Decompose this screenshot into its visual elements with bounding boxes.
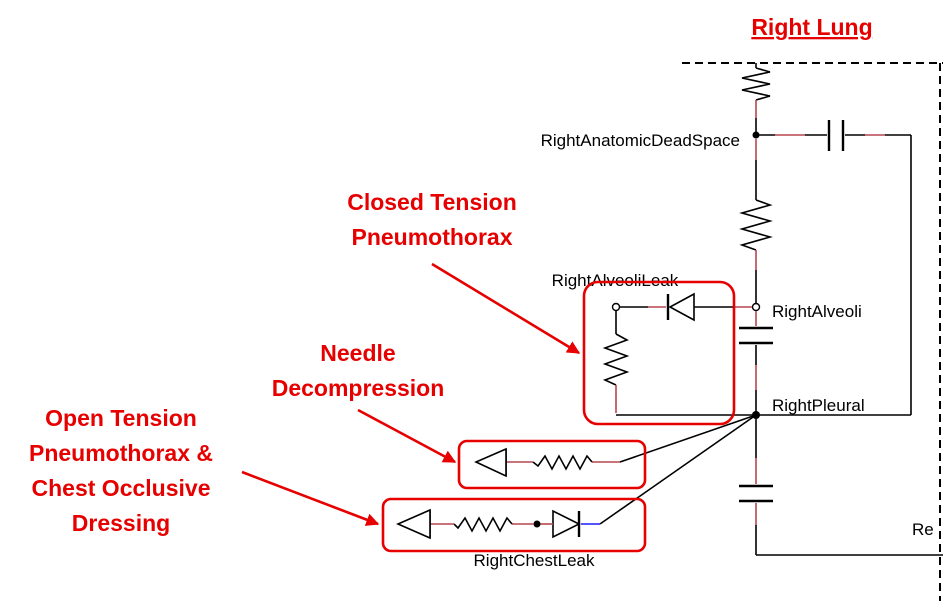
open-tension-line-3: Chest Occlusive (32, 475, 211, 501)
alveoli-leak-label: RightAlveoliLeak (552, 271, 679, 290)
pleural-lower-capacitor (739, 419, 943, 556)
open-tension-arrow (241, 470, 380, 526)
alveoli-pleural-capacitor (739, 311, 773, 415)
needle-decompression-arrow (357, 408, 457, 464)
chest-leak-branch (396, 414, 757, 540)
open-tension-line-1: Open Tension (45, 405, 197, 431)
right-lung-title: Right Lung (751, 14, 872, 40)
needle-line-2: Decompression (272, 375, 445, 401)
closed-tension-box (582, 280, 736, 426)
cut-off-label: Re (912, 520, 934, 539)
needle-decompression-branch (474, 414, 757, 478)
alveoli-node (751, 302, 761, 312)
pleural-label: RightPleural (772, 396, 865, 415)
closed-tension-arrow (431, 262, 581, 355)
alveoli-label: RightAlveoli (772, 302, 862, 321)
open-tension-line-4: Dressing (72, 510, 170, 536)
closed-tension-line-2: Pneumothorax (351, 224, 512, 250)
dead-space-capacitor (756, 120, 912, 416)
alveoli-resistor (739, 139, 773, 303)
needle-decompression-box (457, 439, 647, 490)
top-resistor (741, 63, 771, 135)
needle-line-1: Needle (320, 340, 395, 366)
open-tension-box (381, 497, 647, 553)
open-tension-line-2: Pneumothorax & (29, 440, 213, 466)
closed-tension-line-1: Closed Tension (347, 189, 517, 215)
dead-space-label: RightAnatomicDeadSpace (541, 131, 740, 150)
chest-leak-label: RightChestLeak (474, 551, 595, 570)
